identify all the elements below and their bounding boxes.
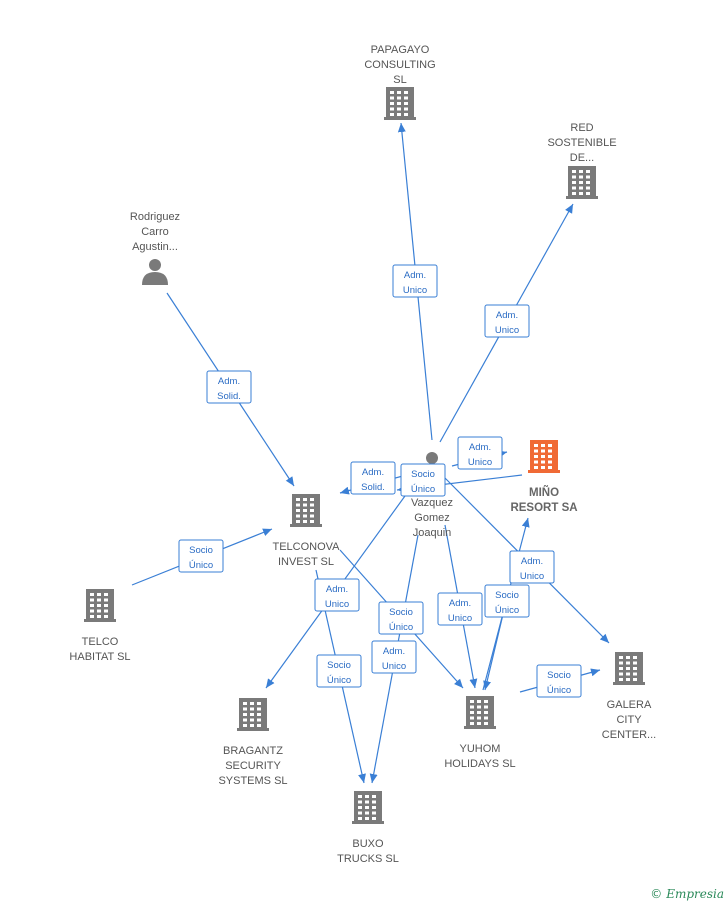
edge-label-badge[interactable]: Adm. Solid. <box>350 461 396 495</box>
edge-label-text: Unico <box>448 613 472 624</box>
node-label-line: SOSTENIBLE <box>547 137 616 149</box>
node-label-line: RED <box>570 122 593 134</box>
building-icon <box>84 589 116 622</box>
node-label-line: TELCO <box>82 636 119 648</box>
node-label-line: MIÑO <box>529 486 559 499</box>
edge-label-badge[interactable]: Adm. Solid. <box>206 370 252 404</box>
edge-label-badge[interactable]: Adm. Unico <box>457 436 503 470</box>
edge-label-text: Socio <box>411 469 435 480</box>
node-rodriguez[interactable]: RodriguezCarroAgustin... <box>130 211 180 285</box>
edge-label-text: Adm. <box>521 556 543 567</box>
node-bragantz[interactable]: BRAGANTZ SECURITY SYSTEMS SL <box>218 698 288 787</box>
node-label-line: RESORT SA <box>510 502 577 514</box>
building-icon <box>384 87 416 120</box>
node-label-line: TELCONOVA <box>272 541 340 553</box>
edge-label-text: Unico <box>325 599 349 610</box>
edge-label-badge[interactable]: Adm. Unico <box>314 578 360 612</box>
node-red[interactable]: RED SOSTENIBLE DE... <box>547 122 617 199</box>
edge-label-text: Socio <box>547 670 571 681</box>
brand-name: Empresia <box>666 887 724 901</box>
edge-label-text: Socio <box>389 607 413 618</box>
edge-label-text: Único <box>189 560 213 571</box>
node-buxo[interactable]: BUXO TRUCKS SL <box>337 791 399 865</box>
edge-label-text: Adm. <box>218 376 240 387</box>
edge-label-badge[interactable]: Adm. Unico <box>371 640 417 674</box>
edge-label-badge[interactable]: Adm. Unico <box>392 264 438 298</box>
edge-label-text: Unico <box>468 457 492 468</box>
node-label-line: HABITAT SL <box>69 651 130 663</box>
edge-label-text: Único <box>495 605 519 616</box>
node-label-line: CITY <box>616 714 642 726</box>
node-label-line: CENTER... <box>602 729 656 741</box>
nodes-layer: PAPAGAYO CONSULTING SL RED SOSTENIBLE DE... Ro… <box>69 44 656 865</box>
building-icon <box>237 698 269 731</box>
node-label-line: SYSTEMS SL <box>218 775 287 787</box>
edge-label-text: Socio <box>327 660 351 671</box>
edge-label-text: Solid. <box>361 482 385 493</box>
edge-label-text: Único <box>547 685 571 696</box>
node-label-line: INVEST SL <box>278 556 334 568</box>
node-galera[interactable]: GALERA CITY CENTER... <box>602 652 656 741</box>
footer-brand: ©Empresia <box>650 887 724 901</box>
node-label-line: Carro <box>141 226 169 238</box>
node-label-line: BUXO <box>352 838 384 850</box>
node-label-line: PAPAGAYO <box>371 44 430 56</box>
node-label-line: SECURITY <box>225 760 281 772</box>
node-label-line: CONSULTING <box>364 59 435 71</box>
building-icon <box>566 166 598 199</box>
edge-label-text: Adm. <box>496 310 518 321</box>
edge-label-badge[interactable]: Adm. Unico <box>437 592 483 626</box>
node-label-line: Vazquez <box>411 497 453 509</box>
node-mino[interactable]: MIÑO RESORT SA <box>510 440 578 514</box>
edge-label-text: Unico <box>382 661 406 672</box>
node-papagayo[interactable]: PAPAGAYO CONSULTING SL <box>364 44 436 120</box>
edge-label-text: Adm. <box>383 646 405 657</box>
node-label-line: YUHOM <box>460 743 501 755</box>
building-icon <box>613 652 645 685</box>
person-icon <box>142 259 168 285</box>
edge-label-text: Adm. <box>449 598 471 609</box>
node-label-line: DE... <box>570 152 594 164</box>
node-label-line: Rodriguez <box>130 211 180 223</box>
edge-label-text: Solid. <box>217 391 241 402</box>
copyright-symbol: © <box>650 887 663 901</box>
node-label-line: Joaquin <box>413 527 452 539</box>
building-icon <box>464 696 496 729</box>
node-label-line: BRAGANTZ <box>223 745 283 757</box>
building-icon <box>352 791 384 824</box>
edge-label-text: Socio <box>189 545 213 556</box>
building-icon <box>290 494 322 527</box>
node-telco[interactable]: TELCO HABITAT SL <box>69 589 131 663</box>
edge-label-text: Unico <box>520 571 544 582</box>
edge-label-text: Único <box>411 484 435 495</box>
edge-label-badge[interactable]: Adm. Unico <box>484 304 530 338</box>
badges-layer: Adm.UnicoAdm.UnicoAdm.Solid.Adm.UnicoAdm… <box>178 264 582 698</box>
edge-label-text: Único <box>327 675 351 686</box>
node-telconova[interactable]: TELCONOVA INVEST SL <box>272 494 340 568</box>
building-icon <box>528 440 560 473</box>
edge-label-text: Adm. <box>469 442 491 453</box>
edge-label-badge[interactable]: Adm. Unico <box>509 550 555 584</box>
edge-label-text: Unico <box>403 285 427 296</box>
edge-label-text: Adm. <box>404 270 426 281</box>
node-label-line: TRUCKS SL <box>337 853 399 865</box>
node-label-line: HOLIDAYS SL <box>444 758 515 770</box>
node-yuhom[interactable]: YUHOM HOLIDAYS SL <box>444 696 516 770</box>
node-label-line: Gomez <box>414 512 449 524</box>
node-label-line: GALERA <box>607 699 652 711</box>
node-label-line: Agustin... <box>132 241 178 253</box>
edge-label-text: Adm. <box>326 584 348 595</box>
edge-label-text: Unico <box>495 325 519 336</box>
node-label-line: SL <box>393 74 406 86</box>
edge-label-text: Adm. <box>362 467 384 478</box>
edge-label-text: Único <box>389 622 413 633</box>
edge-label-text: Socio <box>495 590 519 601</box>
